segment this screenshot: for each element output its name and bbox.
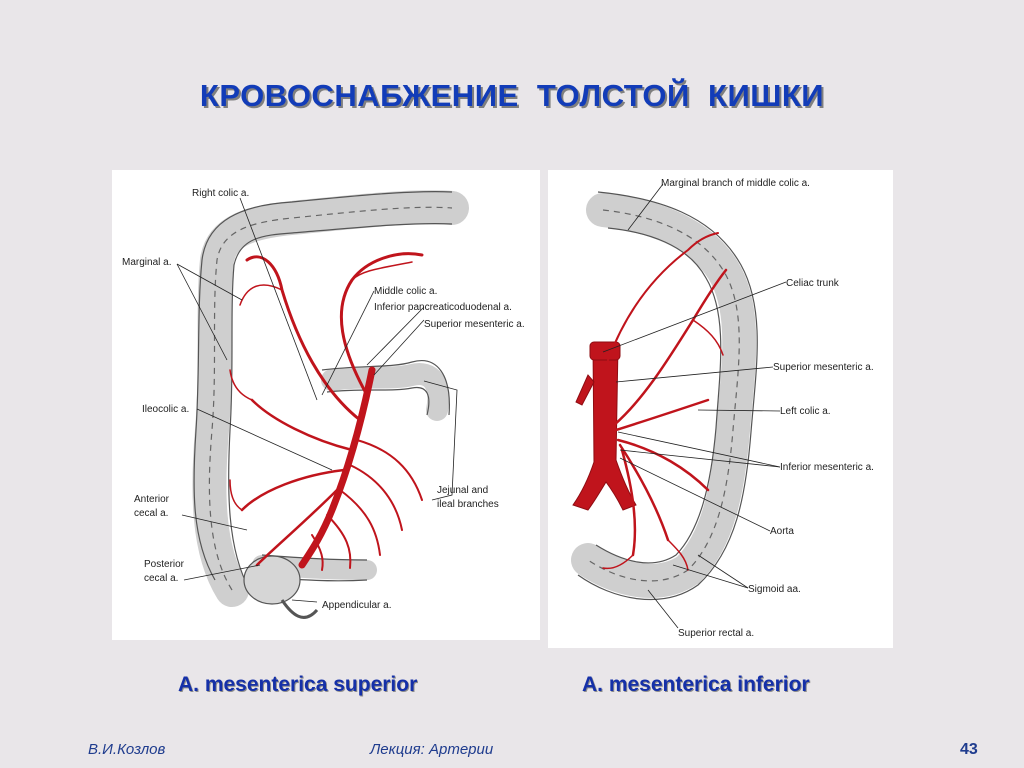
label-right-colic: Right colic a. bbox=[192, 188, 249, 199]
label-marginal-branch: Marginal branch of middle colic a. bbox=[661, 178, 810, 189]
inferior-mesenteric-artery-tree bbox=[602, 232, 728, 571]
label-jejunal-2: ileal branches bbox=[437, 499, 499, 510]
page-number: 43 bbox=[960, 741, 978, 758]
label-middle-colic: Middle colic a. bbox=[374, 286, 437, 297]
label-sigmoid: Sigmoid aa. bbox=[748, 584, 801, 595]
label-ileocolic: Ileocolic a. bbox=[142, 404, 189, 415]
label-superior-mesenteric: Superior mesenteric a. bbox=[773, 362, 874, 373]
label-aorta: Aorta bbox=[770, 526, 794, 537]
colon-outline bbox=[192, 190, 469, 619]
label-inferior-pancreaticoduodenal: Inferior pancreaticoduodenal a. bbox=[374, 302, 512, 313]
label-posterior-cecal-2: cecal a. bbox=[144, 573, 178, 584]
label-leader-lines bbox=[602, 183, 787, 629]
label-appendicular: Appendicular a. bbox=[322, 600, 392, 611]
superior-mesenteric-artery-tree bbox=[229, 252, 424, 571]
superior-mesenteric-illustration: Right colic a. Marginal a. Middle colic … bbox=[122, 188, 525, 619]
label-marginal: Marginal a. bbox=[122, 257, 171, 268]
label-celiac-trunk: Celiac trunk bbox=[786, 278, 840, 289]
superior-mesenteric-diagram: Right colic a. Marginal a. Middle colic … bbox=[112, 170, 540, 640]
footer-author: В.И.Козлов bbox=[88, 741, 166, 758]
label-anterior-cecal-2: cecal a. bbox=[134, 508, 168, 519]
label-superior-rectal: Superior rectal a. bbox=[678, 628, 754, 639]
caption-inferior: A. mesenterica inferior bbox=[582, 673, 810, 696]
inferior-mesenteric-diagram: Marginal branch of middle colic a. Celia… bbox=[548, 170, 893, 648]
slide-title: КРОВОСНАБЖЕНИЕ ТОЛСТОЙ КИШКИ bbox=[199, 78, 825, 113]
label-superior-mesenteric: Superior mesenteric a. bbox=[424, 319, 525, 330]
label-anterior-cecal-1: Anterior bbox=[134, 494, 170, 505]
inferior-mesenteric-illustration: Marginal branch of middle colic a. Celia… bbox=[571, 178, 874, 639]
label-posterior-cecal-1: Posterior bbox=[144, 559, 185, 570]
caption-superior: A. mesenterica superior bbox=[178, 673, 418, 696]
label-left-colic: Left colic a. bbox=[780, 406, 831, 417]
label-jejunal-1: Jejunal and bbox=[437, 485, 488, 496]
colon-outline bbox=[571, 191, 758, 601]
label-inferior-mesenteric: Inferior mesenteric a. bbox=[780, 462, 874, 473]
footer-lecture: Лекция: Артерии bbox=[370, 741, 494, 758]
label-leader-lines bbox=[176, 197, 458, 603]
